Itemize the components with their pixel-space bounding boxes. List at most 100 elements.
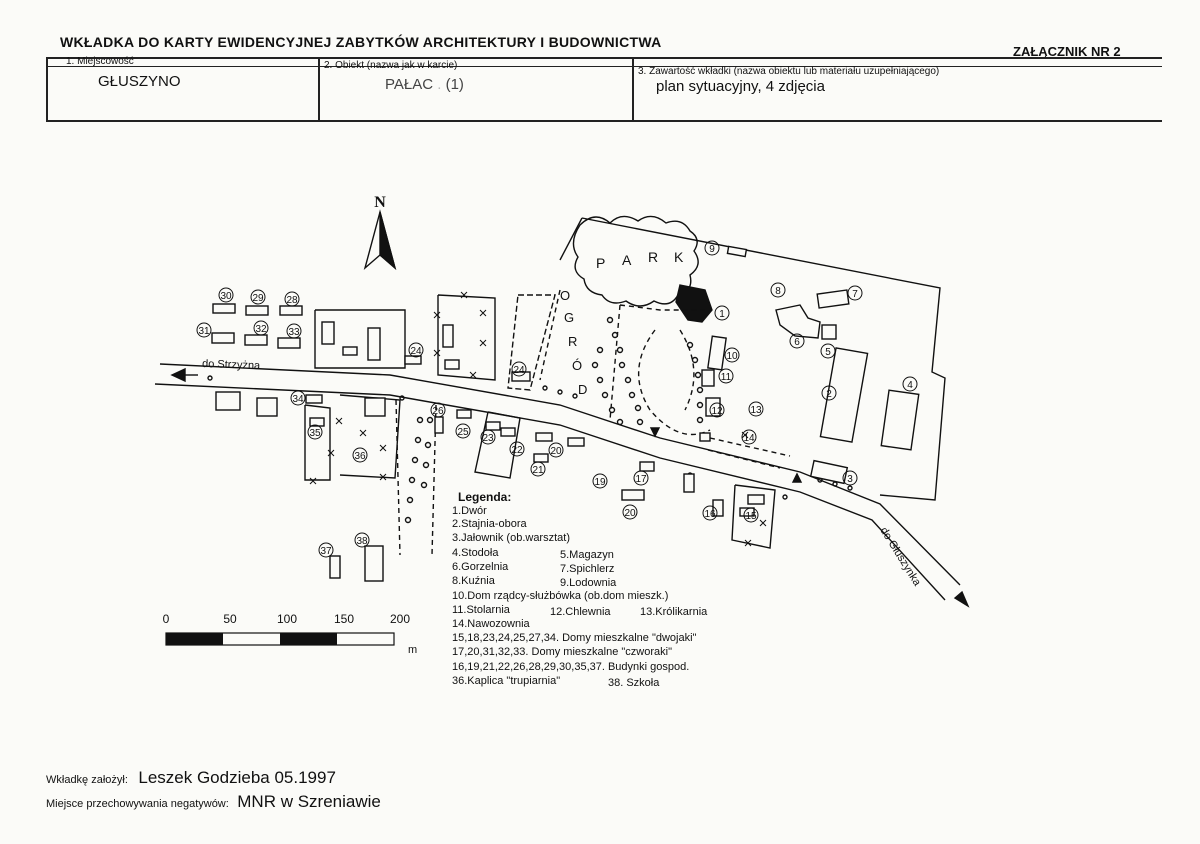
- manor-building: [675, 284, 713, 323]
- svg-text:A: A: [622, 252, 632, 268]
- svg-text:23: 23: [482, 433, 494, 444]
- north-label: N: [374, 194, 386, 211]
- legend-title: Legenda:: [458, 490, 512, 504]
- svg-text:50: 50: [223, 612, 237, 626]
- form-top-border: [46, 57, 1162, 59]
- storage-row: Miejsce przechowywania negatywów: MNR w …: [46, 792, 381, 812]
- legend-item: 10.Dom rządcy-służbówka (ob.dom mieszk.): [452, 590, 669, 602]
- svg-text:10: 10: [726, 351, 738, 362]
- svg-text:17: 17: [635, 474, 647, 485]
- svg-text:Ó: Ó: [572, 358, 582, 373]
- svg-text:24: 24: [513, 365, 525, 376]
- author-value: Leszek Godzieba 05.1997: [138, 768, 336, 787]
- svg-text:26: 26: [432, 406, 444, 417]
- park-label: P A R K: [596, 249, 684, 271]
- svg-text:15: 15: [745, 511, 757, 522]
- svg-text:20: 20: [550, 446, 562, 457]
- object-value: PAŁAC . (1): [385, 76, 464, 93]
- content-value: plan sytuacyjny, 4 zdjęcia: [656, 78, 825, 95]
- form-divider-2: [632, 57, 634, 122]
- legend-item: 4.Stodoła: [452, 547, 499, 559]
- garden-label: O G R Ó D: [560, 288, 587, 397]
- svg-text:150: 150: [334, 612, 354, 626]
- svg-text:35: 35: [309, 428, 321, 439]
- legend-item: 3.Jałownik (ob.warsztat): [452, 532, 570, 544]
- svg-text:3: 3: [847, 474, 853, 485]
- legend-item: 36.Kaplica "trupiarnia": [452, 675, 561, 687]
- svg-text:20: 20: [624, 508, 636, 519]
- svg-text:P: P: [596, 255, 605, 271]
- legend-item: 38. Szkoła: [608, 677, 660, 689]
- svg-text:34: 34: [292, 394, 304, 405]
- svg-text:32: 32: [255, 324, 267, 335]
- attachment-number: ZAŁĄCZNIK NR 2: [1013, 44, 1121, 59]
- svg-text:4: 4: [907, 380, 913, 391]
- legend-item: 6.Gorzelnia: [452, 561, 509, 573]
- svg-text:2: 2: [826, 389, 832, 400]
- road-edge-south: [154, 383, 946, 601]
- svg-text:31: 31: [198, 326, 210, 337]
- legend-item: 9.Lodownia: [560, 577, 617, 589]
- document-title: WKŁADKA DO KARTY EWIDENCYJNEJ ZABYTKÓW A…: [60, 34, 662, 50]
- svg-text:24: 24: [410, 346, 422, 357]
- svg-text:D: D: [578, 382, 587, 397]
- svg-text:37: 37: [320, 546, 332, 557]
- svg-text:21: 21: [532, 465, 544, 476]
- svg-text:6: 6: [794, 337, 800, 348]
- garden-boundary: [539, 289, 561, 381]
- road-label-east: do Głuszynka: [877, 525, 923, 589]
- legend-item: 15,18,23,24,25,27,34. Domy mieszkalne "d…: [452, 632, 697, 644]
- plot-fence: [314, 309, 406, 369]
- form-bottom-border: [46, 120, 1162, 122]
- content-label: 3. Zawartość wkładki (nazwa obiektu lub …: [638, 66, 940, 77]
- svg-text:29: 29: [252, 293, 264, 304]
- legend-item: 16,19,21,22,26,28,29,30,35,37. Budynki g…: [452, 661, 690, 673]
- svg-text:0: 0: [163, 612, 170, 626]
- svg-text:200: 200: [390, 612, 410, 626]
- svg-text:O: O: [560, 288, 570, 303]
- svg-text:13: 13: [750, 405, 762, 416]
- tree-rows: [207, 316, 853, 524]
- form-left-border: [46, 57, 48, 122]
- locality-value: GŁUSZYNO: [98, 73, 181, 90]
- svg-text:m: m: [408, 644, 417, 656]
- svg-text:R: R: [648, 249, 658, 265]
- svg-text:5: 5: [825, 347, 831, 358]
- road-edge-north: [159, 363, 961, 586]
- svg-text:R: R: [568, 334, 577, 349]
- svg-text:19: 19: [594, 477, 606, 488]
- form-divider-1: [318, 57, 320, 122]
- arrow-east: [953, 590, 970, 608]
- buildings: [211, 245, 920, 582]
- legend-item: 11.Stolarnia: [452, 604, 510, 616]
- svg-text:28: 28: [286, 295, 298, 306]
- svg-text:25: 25: [457, 427, 469, 438]
- svg-text:11: 11: [721, 372, 732, 383]
- legend-item: 1.Dwór: [452, 505, 487, 517]
- legend-item: 14.Nawozownia: [452, 618, 530, 630]
- svg-text:36: 36: [354, 451, 366, 462]
- legend-item: 17,20,31,32,33. Domy mieszkalne "czworak…: [452, 646, 672, 658]
- svg-text:38: 38: [356, 536, 368, 547]
- arrow-west: [170, 367, 186, 383]
- author-label: Wkładkę założył:: [46, 774, 128, 786]
- svg-text:9: 9: [709, 244, 715, 255]
- svg-text:14: 14: [743, 433, 755, 444]
- svg-text:8: 8: [775, 286, 781, 297]
- legend-item: 12.Chlewnia: [550, 606, 611, 618]
- estate-boundary: [581, 217, 946, 501]
- legend-item: 7.Spichlerz: [560, 563, 615, 575]
- building-numbers: 1 2 3 4 5 6 7 8 9 10 11 12 13 14 15 16 1…: [196, 240, 918, 558]
- svg-text:30: 30: [220, 291, 232, 302]
- legend-item: 2.Stajnia-obora: [452, 518, 527, 530]
- svg-text:22: 22: [511, 445, 523, 456]
- scale-bar: 0 50 100 150 200 m: [163, 612, 418, 656]
- fence-marks: [309, 291, 767, 547]
- svg-text:1: 1: [719, 309, 725, 320]
- legend-item: 5.Magazyn: [560, 549, 614, 561]
- object-label: 2. Obiekt (nazwa jak w karcie): [324, 60, 458, 71]
- svg-text:G: G: [564, 310, 574, 325]
- svg-text:7: 7: [852, 289, 858, 300]
- road-label-west: do Strzyżna: [202, 358, 261, 372]
